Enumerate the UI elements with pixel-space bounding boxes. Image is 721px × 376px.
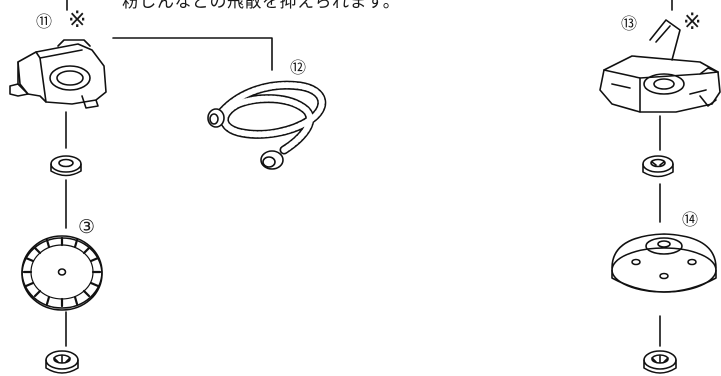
diamond-wheel-illustration <box>21 235 103 311</box>
label-dust-cover: ⑬ <box>621 14 638 33</box>
dust-hose-illustration <box>207 80 327 170</box>
wheel-guard-illustration <box>9 39 107 109</box>
dust-cover-illustration <box>599 19 721 113</box>
label-diamond-wheel: ③ <box>78 216 96 238</box>
label-wheel-guard: ⑪ <box>36 12 53 31</box>
label-dust-cover-mark: ※ <box>683 10 702 35</box>
label-wheel-guard-mark: ※ <box>68 8 87 33</box>
lock-nut-left-illustration <box>50 155 82 177</box>
flange-left-illustration <box>45 350 79 374</box>
label-backing-pad: ⑭ <box>682 210 699 229</box>
lock-nut-right-illustration <box>642 155 674 178</box>
flange-right-illustration <box>643 350 677 374</box>
caption-text: 粉じんなどの飛散を抑えられます。 <box>122 0 401 12</box>
leader-line-hose <box>112 37 273 71</box>
backing-pad-illustration <box>611 233 717 293</box>
label-dust-hose: ⑫ <box>290 58 307 77</box>
